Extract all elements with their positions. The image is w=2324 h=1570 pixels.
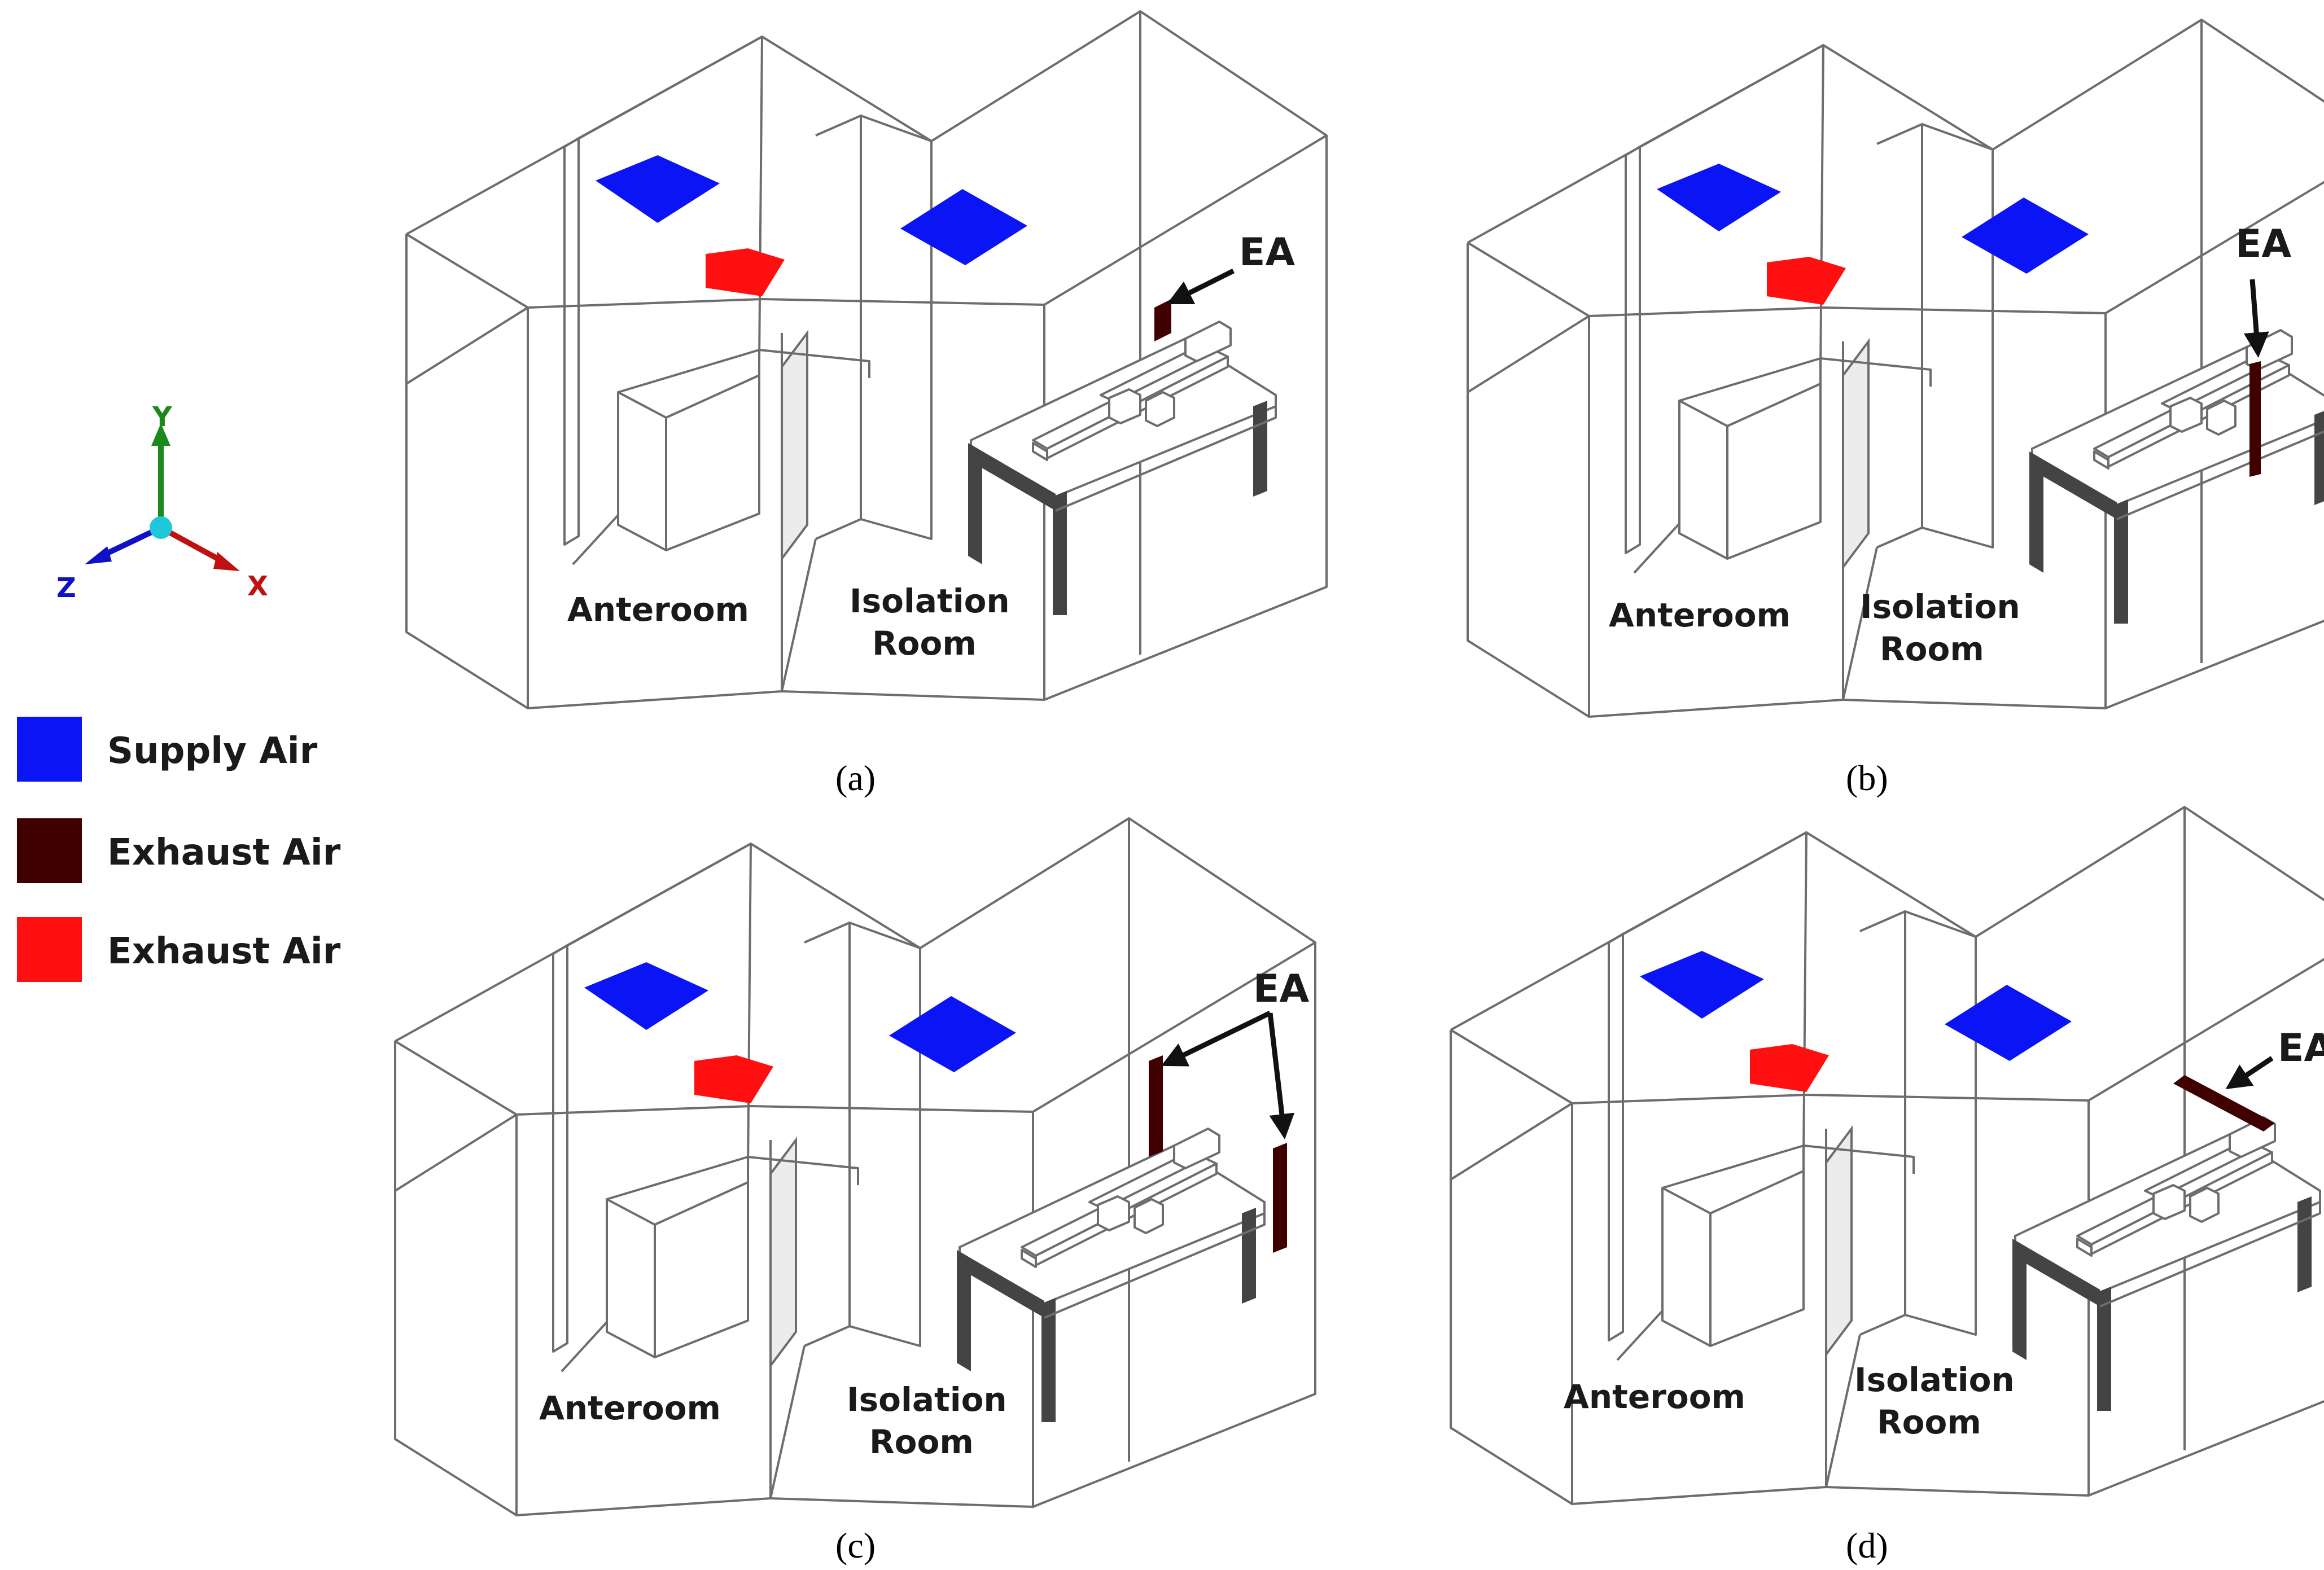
panel-c-ea-arrow-1: [1161, 1010, 1271, 1067]
axis-triad: Y Z X: [56, 401, 268, 604]
panel-c-diffusers: [584, 962, 1016, 1103]
axis-y-label: Y: [152, 401, 173, 433]
panel-d-room-label: Room: [1877, 1403, 1981, 1441]
panel-d-caption: (d): [1846, 1525, 1888, 1565]
panel-a-caption: (a): [835, 758, 876, 798]
panel-c-isolation-label: Isolation: [847, 1380, 1007, 1419]
panel-c-exhaust-grille-2: [1273, 1143, 1287, 1253]
z-axis-arrowhead: [85, 546, 112, 564]
panel-b-exhaust-grille: [2249, 361, 2261, 477]
panel-b-caption: (b): [1846, 758, 1888, 798]
panel-d-anteroom-label: Anteroom: [1564, 1378, 1745, 1416]
panel-a-ea-label: EA: [1239, 230, 1295, 275]
y-axis-arrowhead: [151, 423, 170, 446]
panel-c-ea-arrow-2: [1267, 1012, 1295, 1139]
panel-a-isolation-label: Isolation: [850, 582, 1010, 620]
legend-swatch-exhaust-low: [17, 818, 82, 883]
panel-c-caption: (c): [835, 1525, 876, 1565]
panel-c-ea-label: EA: [1253, 967, 1309, 1011]
panel-b-isolation-label: Isolation: [1860, 587, 2020, 626]
legend-swatch-supply: [17, 717, 82, 782]
panel-a-exhaust-grille: [1154, 299, 1171, 341]
panel-a: EA Anteroom Isolation Room (a): [405, 10, 1328, 798]
panel-c-exhaust-grille-1: [1149, 1055, 1163, 1157]
origin-dot: [150, 516, 172, 539]
panel-b-ea-label: EA: [2235, 222, 2291, 266]
panel-b-anteroom-label: Anteroom: [1609, 596, 1791, 634]
panel-a-room-label: Room: [872, 624, 977, 663]
panel-d: EA Anteroom Isolation Room (d): [1450, 806, 2324, 1565]
panel-a-diffusers: [596, 155, 1027, 296]
panel-d-exhaust-grille: [2173, 1075, 2275, 1132]
axis-x-label: X: [247, 571, 268, 602]
legend: Supply Air Exhaust Air Exhaust Air: [17, 717, 341, 982]
x-axis-arrowhead: [213, 552, 240, 571]
panel-c-room-label: Room: [869, 1423, 974, 1461]
panel-a-ea-arrow: [1166, 268, 1235, 305]
panel-a-anteroom-label: Anteroom: [567, 590, 749, 629]
panel-d-ea-arrow: [2225, 1056, 2274, 1089]
axis-z-label: Z: [56, 572, 76, 604]
panel-d-ea-label: EA: [2278, 1026, 2324, 1071]
legend-label-exhaust-ceiling: Exhaust Air: [107, 931, 341, 972]
panel-b: EA Anteroom Isolation Room (b): [1467, 19, 2324, 798]
panel-d-isolation-label: Isolation: [1854, 1361, 2015, 1399]
panel-c: EA Anteroom Isolation Room (c): [394, 817, 1316, 1565]
panel-b-diffusers: [1657, 164, 2089, 305]
legend-label-exhaust-low: Exhaust Air: [107, 832, 341, 874]
panel-b-room-label: Room: [1880, 630, 1984, 668]
legend-swatch-exhaust-ceiling: [17, 917, 82, 982]
panel-c-anteroom-label: Anteroom: [539, 1389, 721, 1427]
legend-label-supply: Supply Air: [107, 730, 318, 772]
x-axis: [158, 525, 226, 564]
panel-d-diffusers: [1640, 951, 2072, 1092]
panel-b-ea-arrow: [2243, 279, 2269, 358]
